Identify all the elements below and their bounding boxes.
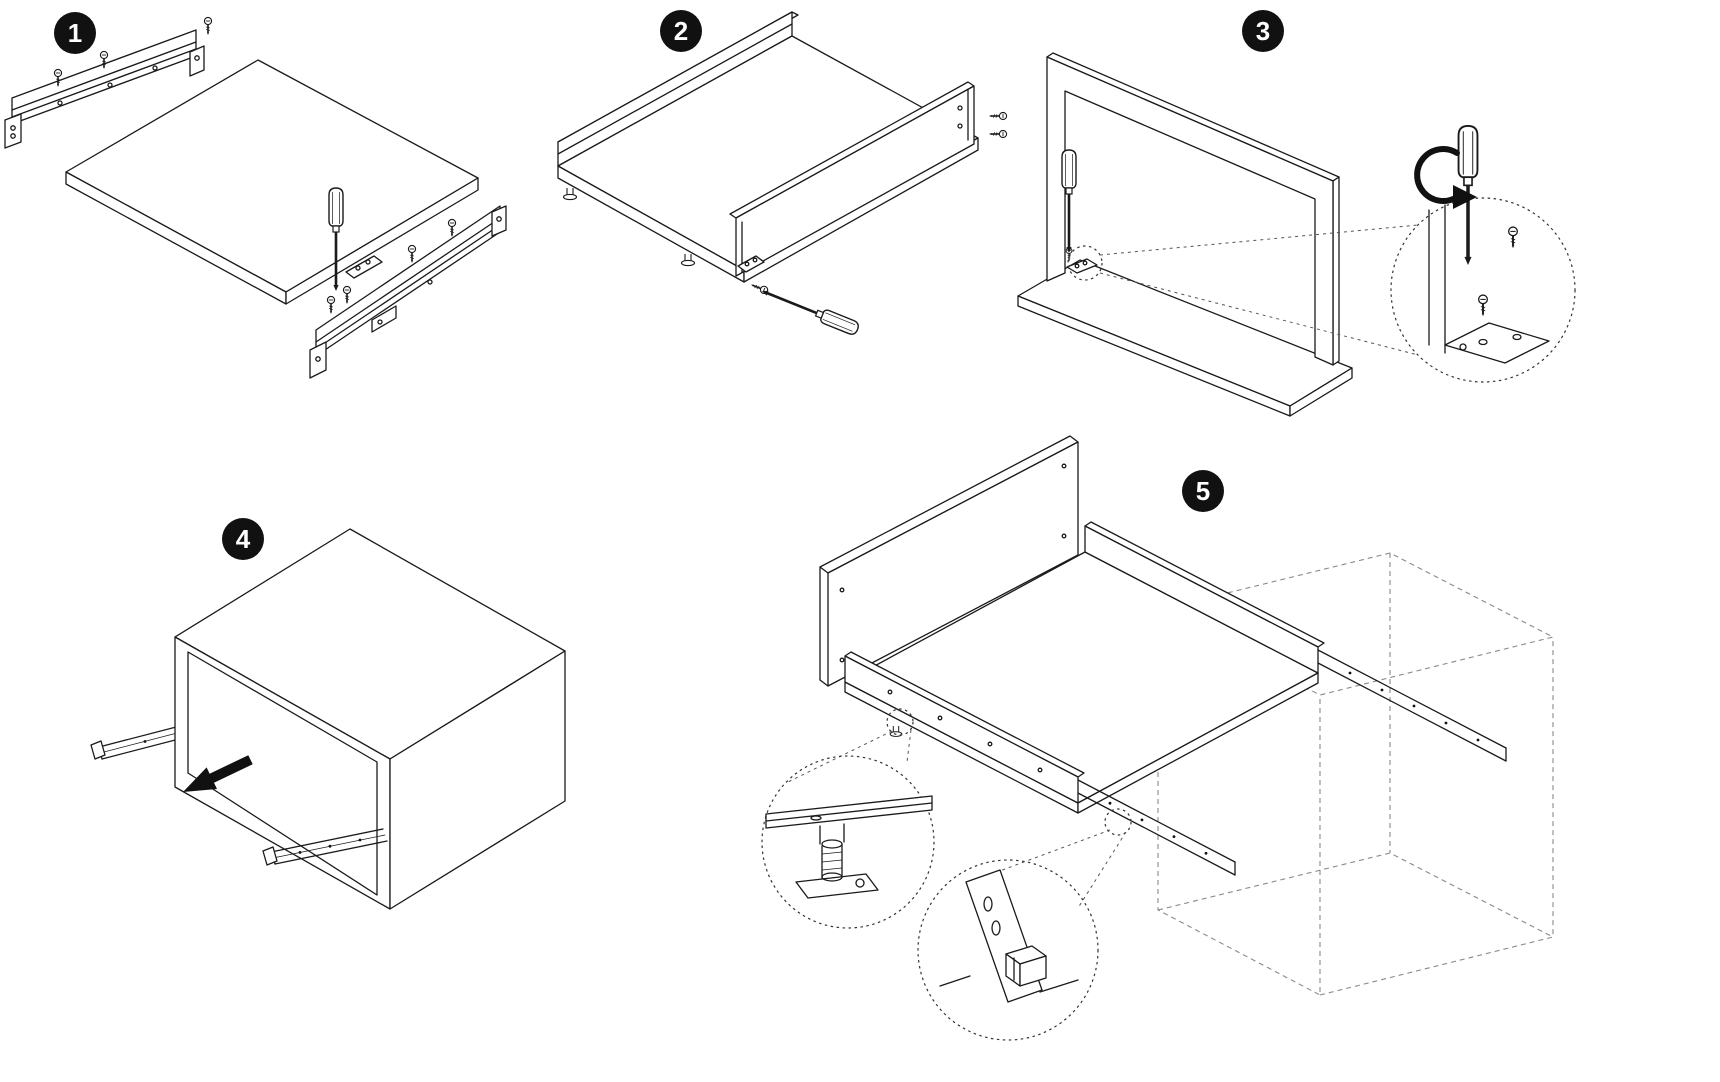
rotate-arrow-icon xyxy=(1414,146,1477,209)
drawer-assembly xyxy=(819,435,1325,814)
step-2-illustration xyxy=(557,11,1008,338)
screw-icon xyxy=(203,16,213,36)
detail-leader xyxy=(906,729,912,763)
drawer-bottom-panel xyxy=(65,59,479,305)
step-2-number: 2 xyxy=(673,15,689,46)
step-3-badge: 3 xyxy=(1242,10,1284,52)
detail-magnifier-circle xyxy=(1390,124,1576,383)
screw-icon xyxy=(988,111,1008,121)
step-4-illustration xyxy=(90,528,566,910)
leveling-foot-icon xyxy=(562,187,578,201)
screw-icon xyxy=(988,129,1008,139)
pull-direction-arrow-icon xyxy=(183,755,253,792)
base-board xyxy=(1017,259,1353,417)
upright-frame xyxy=(1046,52,1340,366)
detail-leader xyxy=(1099,224,1419,256)
detail-magnifier-circle-latch xyxy=(917,859,1099,1041)
step-5-badge: 5 xyxy=(1182,470,1224,512)
screw-icon xyxy=(342,285,352,305)
screw-icon xyxy=(407,244,417,264)
drawer-assembly xyxy=(557,11,979,283)
step-4-number: 4 xyxy=(235,523,251,554)
detail-source-circle xyxy=(1104,808,1132,836)
extended-rail-lower xyxy=(262,828,388,866)
step-1-number: 1 xyxy=(67,17,83,48)
leveling-foot-icon xyxy=(680,253,696,267)
step-2-badge: 2 xyxy=(660,10,702,52)
step-3-illustration xyxy=(1017,52,1576,417)
cabinet-rail-right xyxy=(1317,649,1507,762)
drawer-box xyxy=(174,528,566,910)
step-5-illustration xyxy=(761,435,1554,1041)
detail-source-circle xyxy=(1067,245,1103,281)
screw-icon xyxy=(447,218,457,238)
screw-icon xyxy=(326,295,336,315)
detail-source-circle xyxy=(886,708,914,736)
step-1-badge: 1 xyxy=(54,12,96,54)
step-1-illustration xyxy=(4,16,507,379)
step-5-number: 5 xyxy=(1195,475,1211,506)
screwdriver-icon xyxy=(758,283,862,338)
detail-magnifier-circle-stud xyxy=(761,755,935,929)
slide-rail-right xyxy=(309,205,507,379)
screw-icon xyxy=(1507,226,1519,250)
cabinet-rail-left xyxy=(1077,779,1236,876)
step-4-badge: 4 xyxy=(222,518,264,560)
detail-leader xyxy=(1099,272,1419,356)
screw-icon xyxy=(1477,294,1489,318)
detail-leader xyxy=(1077,831,1127,909)
step-3-number: 3 xyxy=(1255,15,1271,46)
corner-bracket xyxy=(1066,258,1098,274)
slide-rail-left xyxy=(4,29,205,149)
